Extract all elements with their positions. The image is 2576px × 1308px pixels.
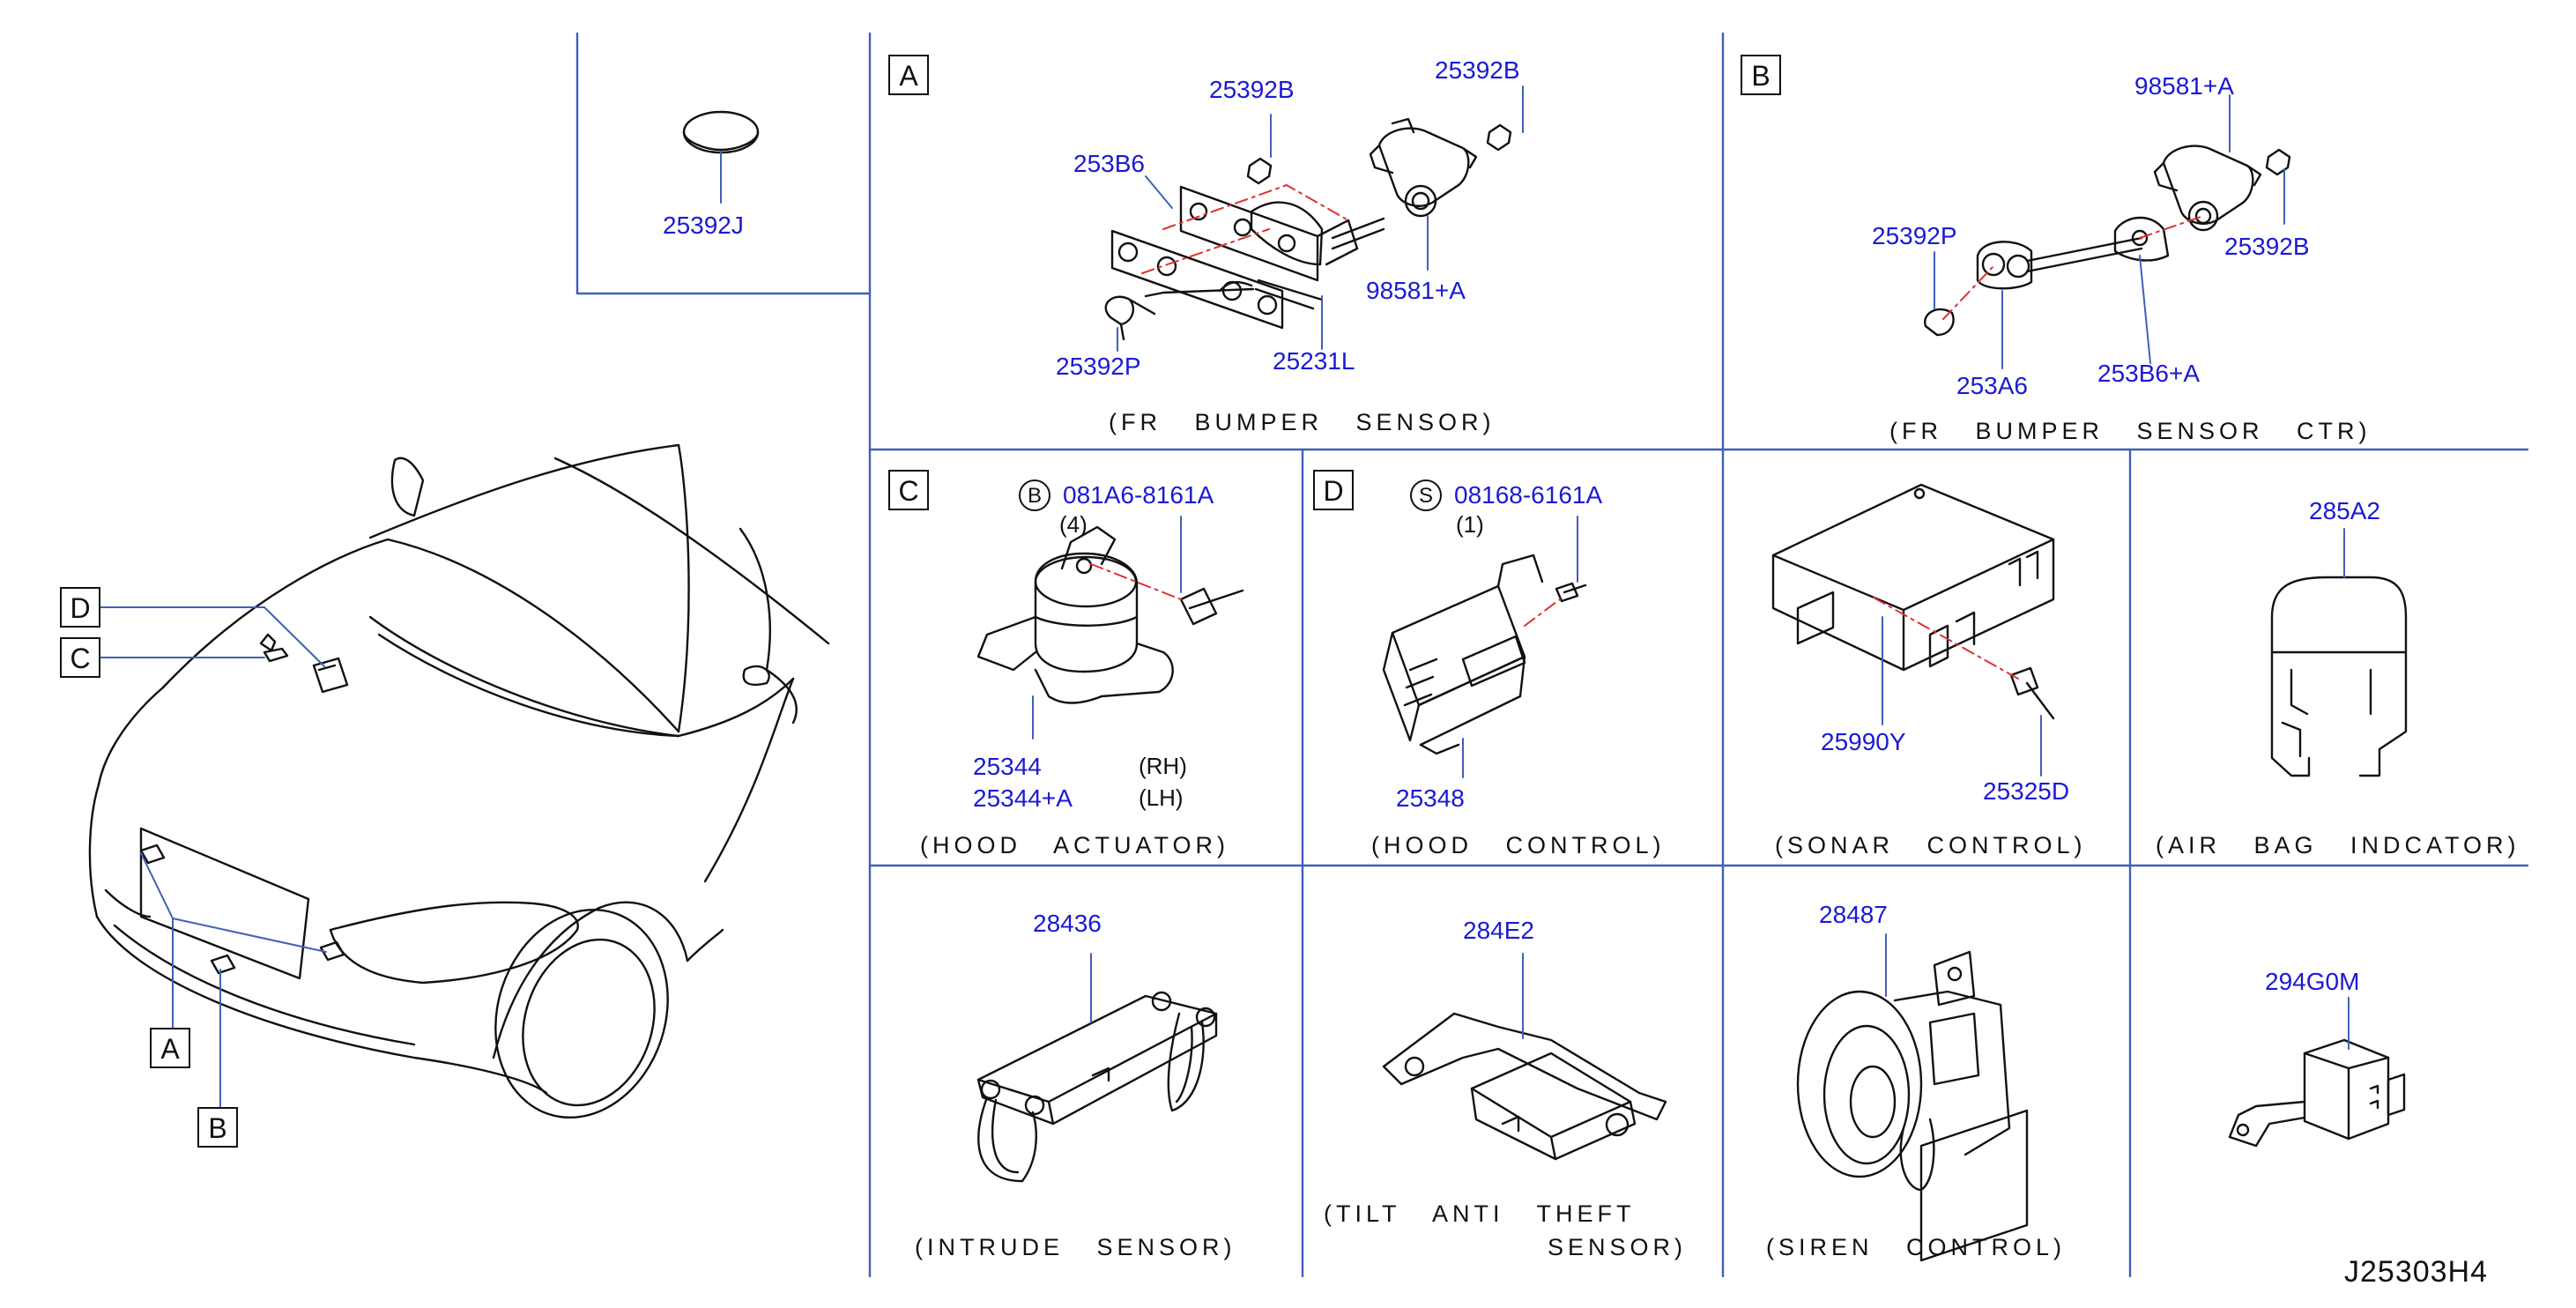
panel-caption: (FR BUMPER SENSOR) xyxy=(1109,409,1496,435)
part-number[interactable]: 284E2 xyxy=(1463,917,1534,944)
panel-caption: (FR BUMPER SENSOR CTR) xyxy=(1889,418,2372,444)
bolt-part-number[interactable]: 08168-6161A xyxy=(1454,481,1603,509)
panel-b-drawing xyxy=(1924,94,2291,369)
part-number[interactable]: 25392J xyxy=(663,212,744,239)
side-label: (RH) xyxy=(1139,753,1187,779)
bolt-marker: S xyxy=(1410,479,1442,511)
vehicle-callout-b[interactable]: B xyxy=(197,1107,238,1148)
part-number[interactable]: 285A2 xyxy=(2309,497,2380,524)
panel-d-drawing xyxy=(1382,516,1587,778)
airbag-drawing xyxy=(2270,528,2408,777)
vehicle-callout-d[interactable]: D xyxy=(60,587,100,628)
panel-caption-line1: (TILT ANTI THEFT xyxy=(1324,1200,1636,1227)
intrude-drawing xyxy=(976,953,1218,1183)
part-number[interactable]: 25325D xyxy=(1983,777,2070,805)
sonar-drawing xyxy=(1771,483,2055,777)
panel-grid xyxy=(575,32,2529,1278)
part-number[interactable]: 253B6 xyxy=(1073,150,1145,177)
vehicle-callout-c[interactable]: C xyxy=(60,637,100,678)
part-number[interactable]: 25348 xyxy=(1396,784,1465,812)
bolt-part-number[interactable]: 081A6-8161A xyxy=(1063,481,1214,509)
panel-caption: (SIREN CONTROL) xyxy=(1766,1234,2067,1260)
panel-label-b: B xyxy=(1741,55,1781,95)
panel-c-drawing xyxy=(976,516,1244,739)
panel-caption-line2: SENSOR) xyxy=(1548,1234,1688,1260)
panel-caption: (SONAR CONTROL) xyxy=(1775,832,2087,858)
bolt-quantity: (4) xyxy=(1059,511,1088,538)
part-number[interactable]: 25392B xyxy=(1209,76,1295,103)
294g0m-drawing xyxy=(2228,997,2406,1148)
panel-caption: (INTRUDE SENSOR) xyxy=(915,1234,1236,1260)
part-number[interactable]: 28436 xyxy=(1033,910,1102,937)
part-number[interactable]: 25392P xyxy=(1872,222,1957,249)
part-number[interactable]: 98581+A xyxy=(1366,277,1466,304)
part-number[interactable]: 25990Y xyxy=(1821,728,1906,755)
part-number[interactable]: 294G0M xyxy=(2265,968,2360,995)
vehicle-callout-a[interactable]: A xyxy=(150,1028,190,1068)
bolt-quantity: (1) xyxy=(1456,511,1484,538)
siren-drawing xyxy=(1796,933,2029,1262)
panel-label-d: D xyxy=(1313,470,1354,510)
vehicle-leaders xyxy=(100,606,327,1108)
part-number[interactable]: 25344 xyxy=(973,753,1042,780)
vehicle-drawing xyxy=(88,443,830,1119)
panel-caption: (HOOD CONTROL) xyxy=(1371,832,1666,858)
side-label: (LH) xyxy=(1139,784,1184,811)
panel-caption: (HOOD ACTUATOR) xyxy=(920,832,1230,858)
part-number[interactable]: 25344+A xyxy=(973,784,1073,812)
part-number[interactable]: 28487 xyxy=(1819,901,1888,928)
panel-a-drawing xyxy=(1104,85,1524,352)
panel-caption: (AIR BAG INDCATOR) xyxy=(2156,832,2520,858)
part-number[interactable]: 25231L xyxy=(1273,347,1355,375)
panel-label-c: C xyxy=(888,470,929,510)
part-number[interactable]: 98581+A xyxy=(2134,72,2234,100)
part-number[interactable]: 25392B xyxy=(1435,56,1520,84)
part-number[interactable]: 25392B xyxy=(2224,233,2310,260)
panel-label-a: A xyxy=(888,55,929,95)
tilt-drawing xyxy=(1382,953,1667,1161)
diagram-code: J25303H4 xyxy=(2344,1255,2489,1289)
bolt-marker: B xyxy=(1019,479,1050,511)
part-number[interactable]: 253A6 xyxy=(1956,372,2028,399)
part-number[interactable]: 253B6+A xyxy=(2097,360,2200,387)
cap-25392J-drawing xyxy=(682,110,760,204)
part-number[interactable]: 25392P xyxy=(1056,353,1141,380)
